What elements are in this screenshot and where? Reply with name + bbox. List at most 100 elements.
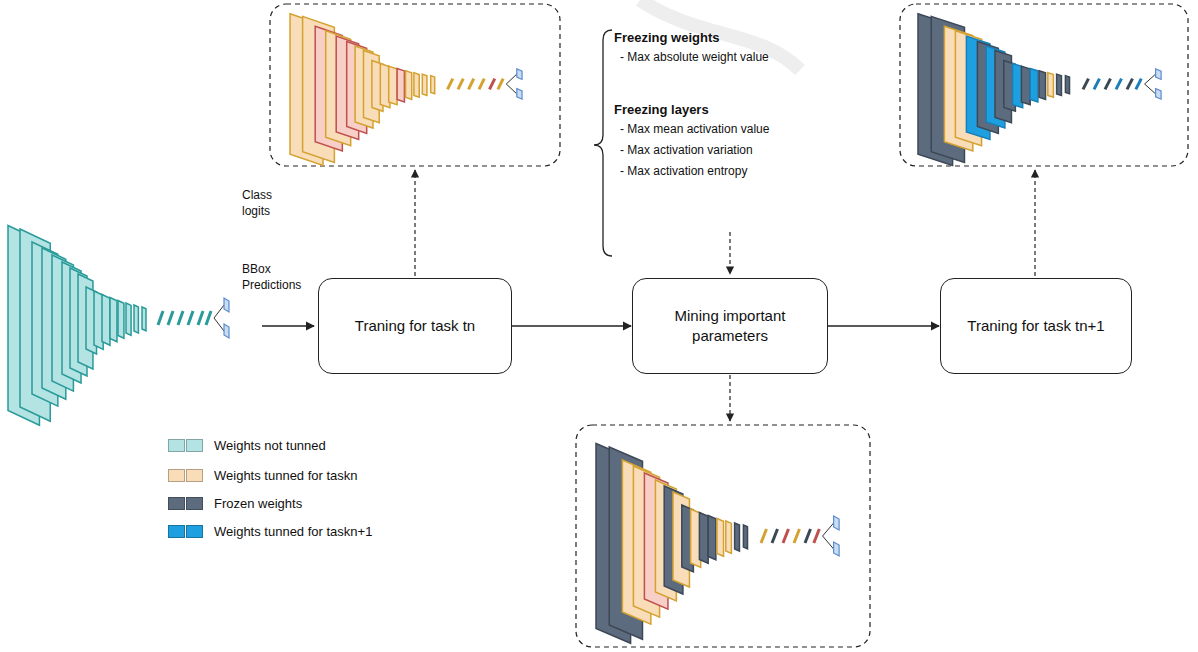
input-arrow [262,325,314,326]
layer-slab [406,71,412,100]
layer-slab [422,74,427,95]
legend-swatch [168,439,204,452]
fc-layer [158,311,163,325]
annotation: - Max absolute weight value [620,50,769,66]
fc-layer [458,79,463,90]
fc-layer [168,311,173,325]
layer-slab [102,295,110,346]
dashed-panel [900,4,1188,166]
curly-bracket [594,30,612,256]
layer-slab [1048,73,1054,98]
fc-layer [1136,79,1142,90]
fc-layer [490,79,495,90]
head-link [823,536,834,549]
fc-layer [772,529,778,543]
swatch-square [168,469,185,482]
process-box: Mining important parameters [632,278,828,374]
legend-row: Weights tunned for taskn+1 [168,524,372,539]
output-head [517,69,522,80]
output-head [517,89,522,100]
flow-arrow [512,325,631,326]
swatch-square [186,439,203,452]
flow-arrow [828,325,939,326]
fc-layer [469,79,474,90]
head-link [214,318,224,331]
dashed-panel [270,4,560,166]
fc-layer [178,311,183,325]
annotation: Class logits [242,188,284,219]
output-head [1156,69,1162,80]
head-link [214,305,224,318]
head-link [1145,74,1156,84]
dashed-arrow [414,170,415,276]
legend-row: Weights tunned for taskn [168,468,358,483]
fc-layer [1116,79,1122,90]
swatch-square [186,469,203,482]
head-link [506,74,517,84]
annotation: - Max mean activation value [620,122,769,138]
process-box: Traning for task tn [318,278,512,374]
swatch-square [168,497,185,510]
layer-slab [735,523,740,551]
layer-slab [118,301,124,339]
legend-swatch [168,525,204,538]
head-link [1145,84,1156,94]
layer-slab [1030,68,1038,102]
swatch-square [168,439,185,452]
dashed-arrow [729,232,730,274]
output-head [224,298,229,312]
fc-layer [498,79,503,90]
legend-text: Weights not tunned [214,438,326,453]
layer-slab [397,68,404,102]
criterion-heading: Freezing layers [614,102,709,119]
annotation: - Max activation entropy [620,164,747,180]
output-head [834,542,840,556]
layer-slab [389,66,397,105]
output-head [1156,89,1162,100]
fc-layer [479,79,484,90]
fc-layer [814,529,820,543]
network-figure [290,14,522,166]
layer-slab [726,521,732,553]
process-box: Traning for task tn+1 [940,278,1132,374]
legend-row: Weights not tunned [168,438,326,453]
annotation: - Max activation variation [620,143,753,159]
legend-text: Frozen weights [214,496,302,511]
box-text: Traning for task tn+1 [967,316,1104,336]
swatch-square [168,525,185,538]
head-link [823,523,834,536]
layer-slab [743,525,747,549]
layer-slab [431,76,435,94]
fc-layer [1105,79,1111,90]
dashed-arrow [729,375,730,421]
layer-slab [414,73,419,98]
network-figure [918,14,1161,166]
fc-layer [1083,79,1089,90]
fc-layer [761,529,767,543]
layer-slab [1039,71,1046,100]
annotation: BBox Predictions [242,262,312,293]
box-text: Mining important parameters [649,306,811,347]
layer-slab [708,516,716,560]
layer-slab [699,513,708,564]
fc-layer [1094,79,1100,90]
layer-slab [126,303,131,335]
output-head [834,516,840,530]
network-figure [596,444,839,644]
layer-slab [1057,74,1062,95]
fc-layer [1127,79,1133,90]
legend-text: Weights tunned for taskn [214,468,358,483]
fc-layer [805,529,811,543]
fc-layer [198,311,203,325]
fc-layer [188,311,193,325]
head-link [506,84,517,94]
layer-slab [134,305,138,333]
dashed-arrow [1034,170,1035,276]
legend-swatch [168,469,204,482]
swatch-square [186,525,203,538]
output-head [224,324,229,338]
legend-row: Frozen weights [168,496,302,511]
legend-text: Weights tunned for taskn+1 [214,524,372,539]
legend-swatch [168,497,204,510]
criterion-heading: Freezing weights [614,30,719,47]
